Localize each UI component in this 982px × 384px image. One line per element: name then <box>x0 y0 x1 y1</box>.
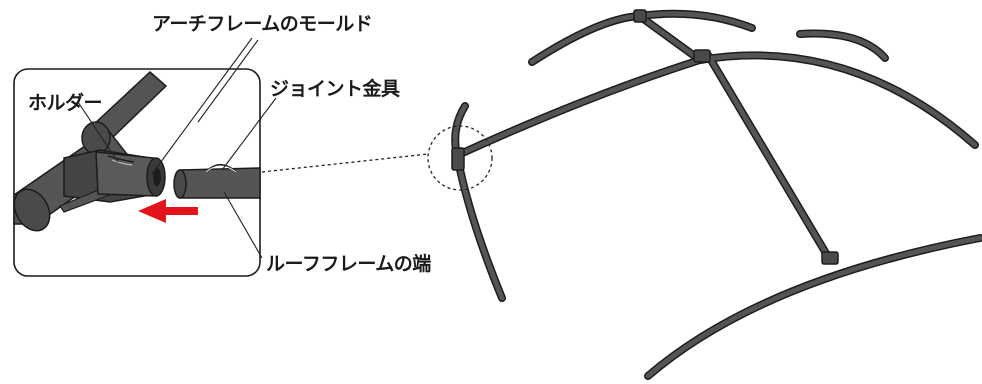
leader-joint-fitting <box>221 97 277 171</box>
top-arc-left <box>528 12 644 66</box>
joint-fitting-label: ジョイント金具 <box>270 78 400 100</box>
joint-top <box>633 9 647 23</box>
joint-cross-top <box>693 49 711 63</box>
leader-arch-frame-mold-2 <box>197 39 259 123</box>
bottom-arch-frame <box>644 234 982 380</box>
joint-cross-bottom <box>821 251 839 265</box>
leader-holder <box>77 101 119 163</box>
detail-roof-frame-end <box>173 163 261 199</box>
joint-left <box>451 147 465 171</box>
leader-arch-frame-mold <box>151 37 253 175</box>
leader-roof-frame-end <box>223 191 263 259</box>
detail-holder <box>13 70 168 232</box>
roof-frame-end-label: ルーフフレームの端 <box>266 253 431 275</box>
arch-frame-mold-label: アーチフレームのモールド <box>152 13 373 35</box>
detail-connector-line <box>261 153 429 173</box>
detail-callout-circle <box>427 125 493 191</box>
holder-label: ホルダー <box>28 92 103 114</box>
insert-direction-arrow <box>138 199 198 223</box>
frame-assembly <box>451 9 982 380</box>
